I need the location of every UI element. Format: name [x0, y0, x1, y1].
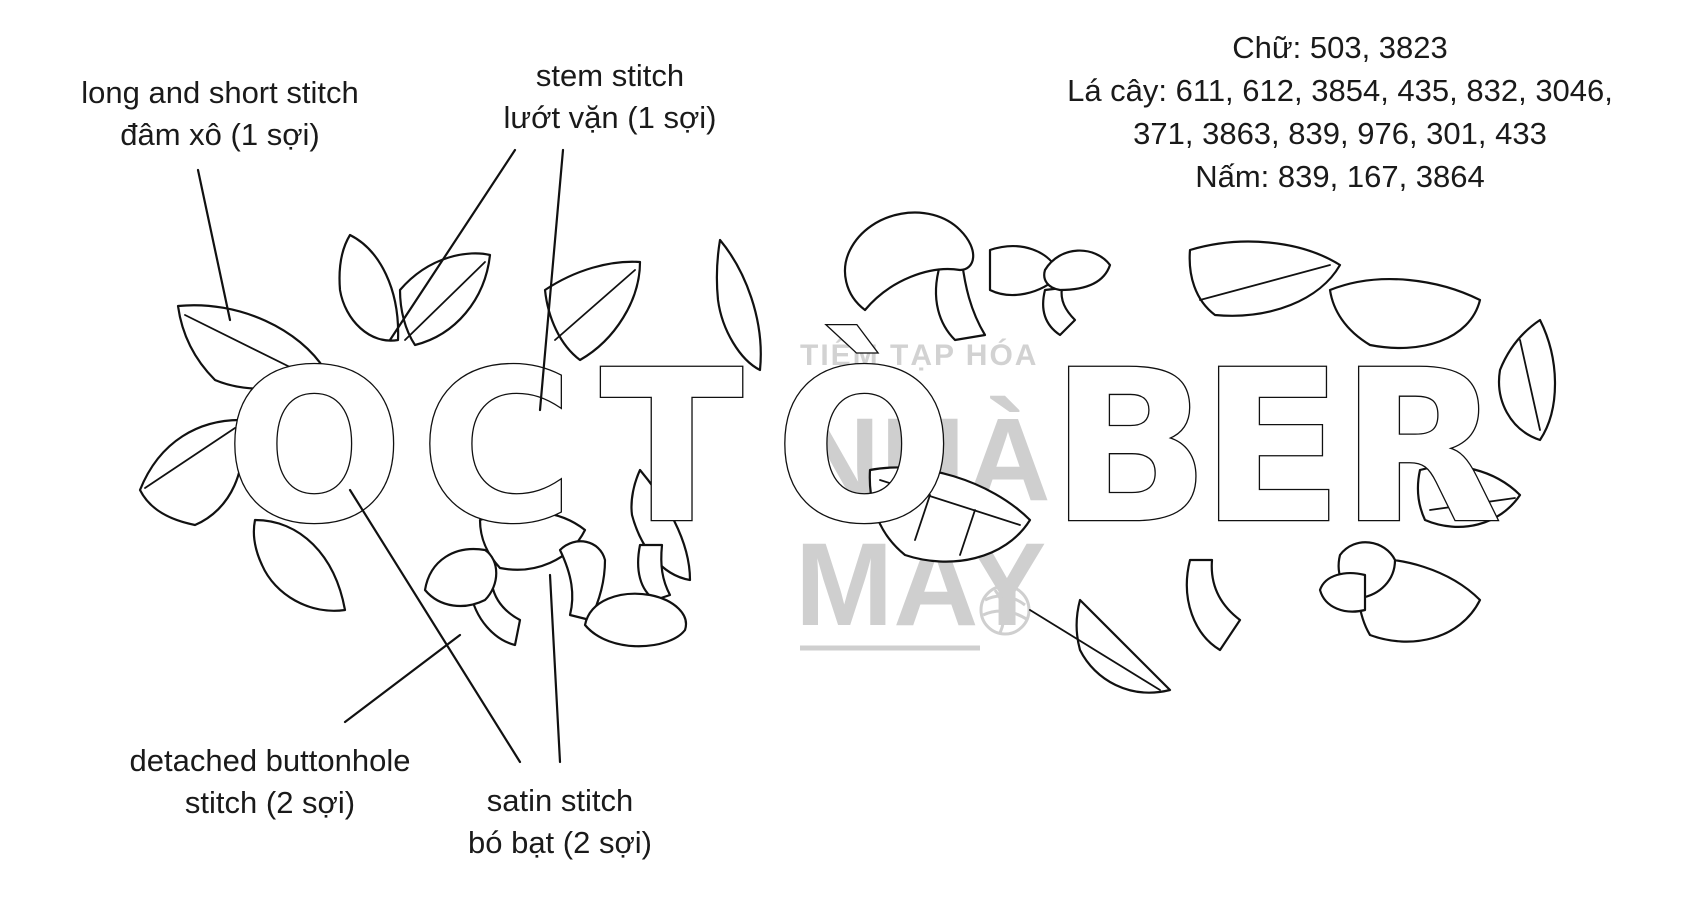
letter-e: E	[1200, 325, 1343, 570]
label-detached-buttonhole: detached buttonhole stitch (2 sợi)	[100, 740, 440, 824]
leaf-right-top-1	[1188, 240, 1342, 317]
leaf-top-4	[715, 238, 762, 372]
leaf-bottom-2	[630, 468, 692, 582]
leader-stem-1	[388, 148, 517, 342]
letter-b: B	[1050, 325, 1210, 570]
label-stem-line2: lướt vặn (1 sợi)	[503, 100, 717, 135]
leader-long-short	[196, 168, 232, 322]
mushroom-bottom-left	[423, 547, 522, 647]
legend-letters-threads: Chữ: 503, 3823	[1232, 30, 1448, 65]
leaf-top-1	[338, 233, 400, 342]
leaf-bottom-right-1	[1075, 598, 1172, 694]
mushroom-bottom-right	[1185, 541, 1397, 652]
mushroom-top-center	[843, 211, 987, 342]
label-buttonhole-line1: detached buttonhole	[129, 743, 411, 778]
watermark-shop-name: TIỆM TẠP HÓA	[800, 338, 1038, 372]
letter-c: C	[420, 325, 574, 570]
leader-satin-2	[548, 573, 562, 764]
leader-stem-2	[538, 148, 565, 412]
letter-o-grave: Ò	[775, 324, 954, 570]
leader-lines	[196, 148, 565, 764]
mushroom-top-right	[1042, 249, 1112, 337]
legend-mushroom-threads: Nấm: 839, 167, 3864	[1195, 159, 1485, 194]
watermark: TIỆM TẠP HÓA NHÀ MAY	[795, 338, 1051, 651]
leaf-right-top-2	[1328, 277, 1482, 350]
label-satin-line1: satin stitch	[486, 783, 634, 818]
legend-leaves-threads-2: 371, 3863, 839, 976, 301, 433	[1133, 116, 1547, 151]
leaves-layer	[138, 233, 1557, 694]
letter-r: R	[1340, 325, 1502, 570]
mushroom-bottom-mid	[558, 540, 607, 622]
leaf-bottom-right-3	[1416, 465, 1522, 528]
label-satin-line2: bó bạt (2 sợi)	[467, 825, 653, 860]
label-long-short-stitch: long and short stitch đâm xô (1 sợi)	[55, 72, 385, 156]
leaf-left-lower	[138, 418, 244, 527]
leader-satin-1	[348, 488, 522, 764]
label-long-short-line1: long and short stitch	[81, 75, 359, 110]
legend-leaves-threads-1: Lá cây: 611, 612, 3854, 435, 832, 3046,	[1067, 73, 1613, 108]
label-satin-stitch: satin stitch bó bạt (2 sợi)	[440, 780, 680, 864]
mushroom-bottom-small	[583, 543, 688, 648]
october-lettering: O C T Ò B E R	[224, 323, 1503, 572]
label-long-short-line2: đâm xô (1 sợi)	[120, 117, 320, 152]
label-buttonhole-line2: stitch (2 sợi)	[184, 785, 356, 820]
leaf-bottom-center	[868, 466, 1032, 563]
letter-t: T	[600, 325, 743, 570]
yarn-ball-icon	[979, 584, 1031, 636]
thread-color-legend: Chữ: 503, 3823 Lá cây: 611, 612, 3854, 4…	[1000, 26, 1680, 198]
leaf-left-bottom	[252, 518, 347, 612]
mushrooms	[423, 211, 1397, 652]
label-stem-line1: stem stitch	[535, 58, 685, 93]
leader-buttonhole	[343, 633, 462, 724]
leaf-right-edge	[1497, 318, 1557, 442]
label-stem-stitch: stem stitch lướt vặn (1 sợi)	[470, 55, 750, 139]
